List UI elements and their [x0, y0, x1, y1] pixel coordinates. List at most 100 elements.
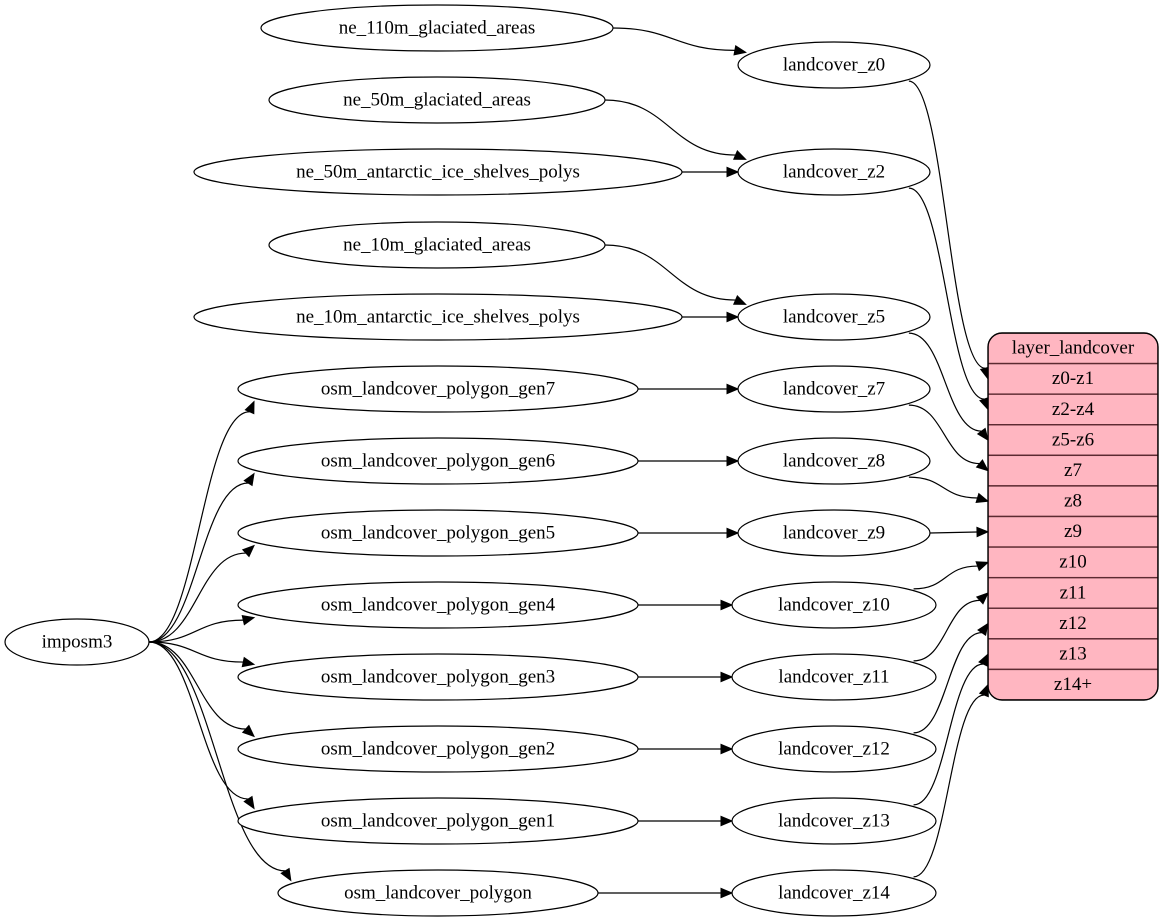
node-osm_landcover_polygon_gen1[interactable]: osm_landcover_polygon_gen1: [237, 797, 639, 845]
edge-arrowhead: [975, 592, 989, 605]
table-row-label-z10: z10: [1059, 552, 1086, 573]
landcover_z0-label: landcover_z0: [783, 54, 885, 75]
node-landcover_z7[interactable]: landcover_z7: [737, 365, 931, 413]
landcover_z12-ellipse[interactable]: [731, 725, 937, 773]
node-ne_10m_antarctic_ice_shelves_polys[interactable]: ne_10m_antarctic_ice_shelves_polys: [193, 293, 683, 341]
edge-landcover_z10-to-row_z10: [913, 565, 978, 590]
osm_landcover_polygon-ellipse[interactable]: [277, 869, 599, 917]
osm_landcover_polygon_gen6-ellipse[interactable]: [237, 437, 639, 485]
landcover_z0-ellipse[interactable]: [737, 41, 931, 89]
edge-ne_110m_glaciated_areas-to-landcover_z0: [612, 27, 735, 51]
osm_landcover_polygon_gen4-ellipse[interactable]: [237, 581, 639, 629]
edge-arrowhead: [241, 544, 255, 558]
ne_10m_antarctic_ice_shelves_polys-label: ne_10m_antarctic_ice_shelves_polys: [296, 306, 580, 327]
table-outline: [987, 332, 1159, 701]
landcover_z2-ellipse[interactable]: [737, 148, 931, 196]
edge-arrowhead: [720, 815, 734, 827]
edge-arrowhead: [733, 45, 747, 56]
ne_110m_glaciated_areas-label: ne_110m_glaciated_areas: [339, 17, 536, 38]
osm_landcover_polygon_gen1-ellipse[interactable]: [237, 797, 639, 845]
edge-imposm3-to-osm_landcover_polygon_gen7: [148, 411, 250, 643]
landcover_z8-ellipse[interactable]: [737, 437, 931, 485]
edge-landcover_z7-to-row_z7: [908, 404, 980, 465]
ne_50m_antarctic_ice_shelves_polys-label: ne_50m_antarctic_ice_shelves_polys: [296, 161, 580, 182]
node-landcover_z10[interactable]: landcover_z10: [731, 581, 937, 629]
nodes-layer: ne_110m_glaciated_areas ne_50m_glaciated_…: [4, 4, 937, 917]
landcover_z11-ellipse[interactable]: [731, 653, 937, 701]
osm_landcover_polygon_gen2-ellipse[interactable]: [237, 725, 639, 773]
node-imposm3[interactable]: imposm3: [4, 618, 150, 666]
table-row-z5-z6[interactable]: [988, 424, 1158, 457]
node-osm_landcover_polygon_gen7[interactable]: osm_landcover_polygon_gen7: [237, 365, 639, 413]
node-landcover_z8[interactable]: landcover_z8: [737, 437, 931, 485]
table-row-z11[interactable]: [988, 576, 1158, 609]
node-landcover_z13[interactable]: landcover_z13: [731, 797, 937, 845]
edge-landcover_z14-to-row_z14+: [913, 694, 985, 878]
node-ne_50m_antarctic_ice_shelves_polys[interactable]: ne_50m_antarctic_ice_shelves_polys: [193, 148, 683, 196]
landcover_z14-ellipse[interactable]: [731, 869, 937, 917]
edge-imposm3-to-osm_landcover_polygon_gen6: [148, 482, 249, 643]
landcover_z5-ellipse[interactable]: [737, 293, 931, 341]
table-row-z14+[interactable]: [988, 668, 1158, 700]
edge-landcover_z5-to-row_z5-z6: [908, 332, 982, 432]
edge-arrowhead: [241, 724, 255, 738]
edge-arrowhead: [280, 867, 292, 882]
node-landcover_z0[interactable]: landcover_z0: [737, 41, 931, 89]
table-layer_landcover[interactable]: layer_landcoverz0-z1z2-z4z5-z6z7z8z9z10z…: [987, 332, 1159, 701]
table-row-z10[interactable]: [988, 546, 1158, 579]
edge-imposm3-to-osm_landcover_polygon_gen3: [148, 641, 244, 663]
table-row-z7[interactable]: [988, 454, 1158, 487]
table-layer: layer_landcoverz0-z1z2-z4z5-z6z7z8z9z10z…: [987, 332, 1159, 701]
imposm3-label: imposm3: [42, 631, 113, 652]
table-row-z9[interactable]: [988, 515, 1158, 548]
osm_landcover_polygon_gen7-ellipse[interactable]: [237, 365, 639, 413]
edge-imposm3-to-osm_landcover_polygon_gen5: [148, 552, 246, 643]
node-landcover_z5[interactable]: landcover_z5: [737, 293, 931, 341]
edge-arrowhead: [726, 166, 740, 178]
node-ne_10m_glaciated_areas[interactable]: ne_10m_glaciated_areas: [268, 221, 606, 269]
edge-arrowhead: [975, 492, 990, 503]
edge-landcover_z9-to-row_z9: [929, 531, 978, 534]
landcover_z10-ellipse[interactable]: [731, 581, 937, 629]
node-landcover_z2[interactable]: landcover_z2: [737, 148, 931, 196]
ne_50m_glaciated_areas-ellipse[interactable]: [268, 76, 606, 124]
node-landcover_z14[interactable]: landcover_z14: [731, 869, 937, 917]
node-landcover_z9[interactable]: landcover_z9: [737, 509, 931, 557]
osm_landcover_polygon_gen2-label: osm_landcover_polygon_gen2: [321, 738, 555, 759]
node-osm_landcover_polygon_gen4[interactable]: osm_landcover_polygon_gen4: [237, 581, 639, 629]
ne_10m_antarctic_ice_shelves_polys-ellipse[interactable]: [193, 293, 683, 341]
table-row-z13[interactable]: [988, 638, 1158, 671]
table-row-label-z12: z12: [1059, 613, 1086, 634]
ne_50m_antarctic_ice_shelves_polys-ellipse[interactable]: [193, 148, 683, 196]
node-osm_landcover_polygon_gen3[interactable]: osm_landcover_polygon_gen3: [237, 653, 639, 701]
osm_landcover_polygon_gen5-ellipse[interactable]: [237, 509, 639, 557]
table-row-label-z2-z4: z2-z4: [1052, 399, 1095, 420]
table-rows-group: layer_landcoverz0-z1z2-z4z5-z6z7z8z9z10z…: [988, 333, 1158, 700]
node-osm_landcover_polygon_gen2[interactable]: osm_landcover_polygon_gen2: [237, 725, 639, 773]
node-osm_landcover_polygon_gen5[interactable]: osm_landcover_polygon_gen5: [237, 509, 639, 557]
edge-arrowhead: [975, 561, 990, 572]
table-row-z0-z1[interactable]: [988, 362, 1158, 395]
edge-landcover_z0-to-row_z0-z1: [908, 80, 986, 369]
ne_110m_glaciated_areas-ellipse[interactable]: [260, 4, 614, 52]
imposm3-ellipse[interactable]: [4, 618, 150, 666]
osm_landcover_polygon_gen3-ellipse[interactable]: [237, 653, 639, 701]
osm_landcover_polygon_gen4-label: osm_landcover_polygon_gen4: [321, 594, 556, 615]
landcover_z7-ellipse[interactable]: [737, 365, 931, 413]
node-landcover_z11[interactable]: landcover_z11: [731, 653, 937, 701]
edge-landcover_z2-to-row_z2-z4: [908, 187, 985, 400]
landcover_z13-ellipse[interactable]: [731, 797, 937, 845]
edge-arrowhead: [720, 743, 734, 755]
osm_landcover_polygon_gen1-label: osm_landcover_polygon_gen1: [321, 810, 555, 831]
node-ne_110m_glaciated_areas[interactable]: ne_110m_glaciated_areas: [260, 4, 614, 52]
node-osm_landcover_polygon_gen6[interactable]: osm_landcover_polygon_gen6: [237, 437, 639, 485]
ne_10m_glaciated_areas-ellipse[interactable]: [268, 221, 606, 269]
edge-imposm3-to-osm_landcover_polygon_gen2: [148, 641, 246, 730]
edge-imposm3-to-osm_landcover_polygon_gen4: [148, 619, 244, 643]
node-osm_landcover_polygon[interactable]: osm_landcover_polygon: [277, 869, 599, 917]
node-landcover_z12[interactable]: landcover_z12: [731, 725, 937, 773]
node-ne_50m_glaciated_areas[interactable]: ne_50m_glaciated_areas: [268, 76, 606, 124]
landcover_z9-ellipse[interactable]: [737, 509, 931, 557]
table-row-z12[interactable]: [988, 607, 1158, 640]
